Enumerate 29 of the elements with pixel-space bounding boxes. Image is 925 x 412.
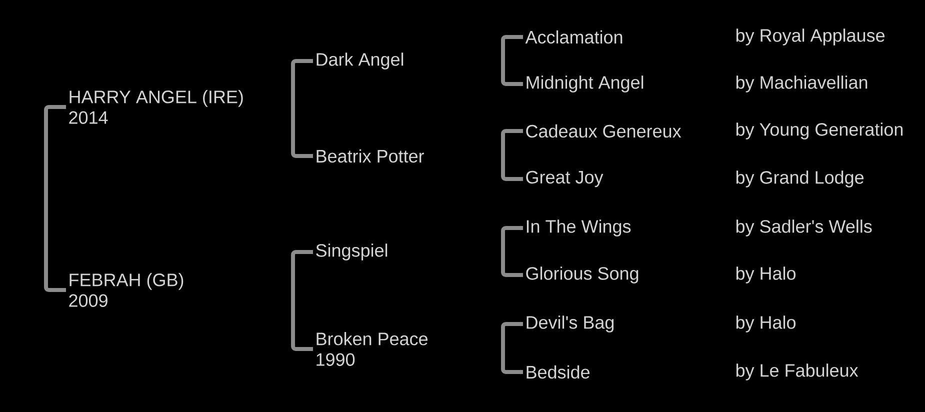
bracket-line bbox=[291, 59, 313, 158]
horse-entry: Dark Angel bbox=[316, 52, 404, 70]
sire-label: by Le Fabuleux bbox=[736, 364, 858, 380]
sire-label: by Halo bbox=[736, 266, 796, 284]
horse-entry: Cadeaux Genereux bbox=[526, 124, 682, 138]
horse-entry: FEBRAH (GB) 2009 bbox=[69, 273, 184, 307]
horse-entry: HARRY ANGEL (IRE) 2014 bbox=[69, 90, 243, 124]
horse-entry: Great Joy bbox=[526, 170, 604, 188]
sire-label: by Halo bbox=[736, 316, 796, 332]
sire-label: by Sadler's Wells bbox=[736, 220, 872, 236]
horse-entry: Bedside bbox=[526, 365, 590, 379]
horse-entry: Broken Peace 1990 bbox=[316, 332, 428, 366]
bracket-line bbox=[501, 129, 523, 181]
bracket-line bbox=[501, 35, 523, 86]
bracket-line bbox=[291, 250, 313, 351]
horse-entry: Acclamation bbox=[525, 30, 622, 44]
horse-entry: Glorious Song bbox=[526, 266, 638, 284]
horse-entry: Devil's Bag bbox=[526, 316, 614, 332]
bracket-line bbox=[501, 226, 523, 277]
bracket-line bbox=[44, 105, 66, 292]
bracket-line bbox=[501, 322, 523, 374]
horse-entry: In The Wings bbox=[526, 220, 631, 236]
horse-entry: Singspiel bbox=[316, 244, 388, 260]
sire-label: by Royal Applause bbox=[736, 28, 885, 46]
sire-label: by Machiavellian bbox=[736, 76, 868, 92]
sire-label: by Grand Lodge bbox=[736, 170, 864, 188]
horse-entry: Midnight Angel bbox=[526, 76, 644, 92]
horse-entry: Beatrix Potter bbox=[316, 149, 424, 163]
sire-label: by Young Generation bbox=[736, 122, 903, 140]
